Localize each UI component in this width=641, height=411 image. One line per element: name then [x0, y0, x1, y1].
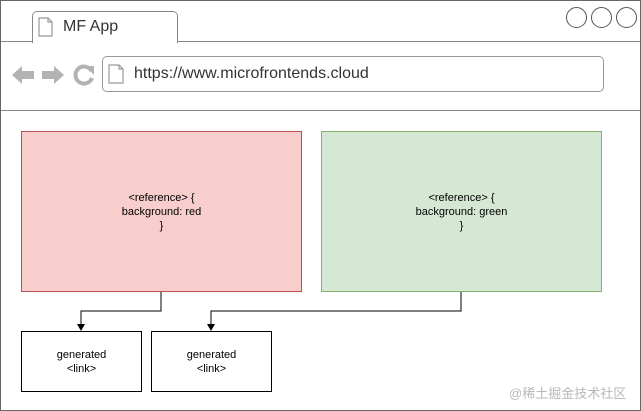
forward-arrow-icon[interactable]	[41, 64, 65, 86]
window-button-2[interactable]	[591, 7, 612, 28]
generated-link-box-left: generated <link>	[21, 331, 142, 392]
generated-link-box-right: generated <link>	[151, 331, 272, 392]
window-button-3[interactable]	[616, 7, 637, 28]
arrowhead-left	[77, 324, 85, 331]
connector-layer	[77, 292, 462, 331]
back-arrow-icon[interactable]	[11, 64, 35, 86]
reload-icon[interactable]	[72, 63, 96, 87]
generated-left-line-2: <link>	[66, 362, 97, 375]
generated-left-line-1: generated	[56, 348, 107, 361]
red-box-line-1: <reference> {	[128, 191, 195, 204]
arrowhead-right	[207, 324, 215, 331]
navigation-bar: https://www.microfrontends.cloud	[1, 42, 640, 110]
address-bar[interactable]: https://www.microfrontends.cloud	[102, 56, 604, 92]
generated-right-line-2: <link>	[196, 362, 227, 375]
title-bar: MF App	[1, 1, 640, 43]
connector-green-to-right	[210, 292, 462, 325]
page-icon	[108, 64, 124, 84]
green-box-line-1: <reference> {	[428, 191, 495, 204]
window-button-1[interactable]	[566, 7, 587, 28]
generated-right-line-1: generated	[186, 348, 237, 361]
connector-red-to-left	[80, 292, 162, 325]
red-box-line-2: background: red	[121, 205, 202, 218]
navigation-bar-divider	[1, 110, 640, 111]
page-content: <reference> { background: red } <referen…	[1, 111, 640, 410]
red-box-line-3: }	[159, 219, 164, 232]
page-icon	[38, 17, 53, 37]
red-reference-box: <reference> { background: red }	[21, 131, 302, 292]
url-text: https://www.microfrontends.cloud	[134, 65, 369, 82]
title-bar-divider	[1, 41, 640, 42]
green-box-line-3: }	[459, 219, 464, 232]
green-box-line-2: background: green	[415, 205, 508, 218]
green-reference-box: <reference> { background: green }	[321, 131, 602, 292]
watermark: @稀土掘金技术社区	[509, 386, 627, 401]
browser-tab[interactable]: MF App	[32, 11, 178, 43]
tab-title: MF App	[63, 18, 119, 35]
